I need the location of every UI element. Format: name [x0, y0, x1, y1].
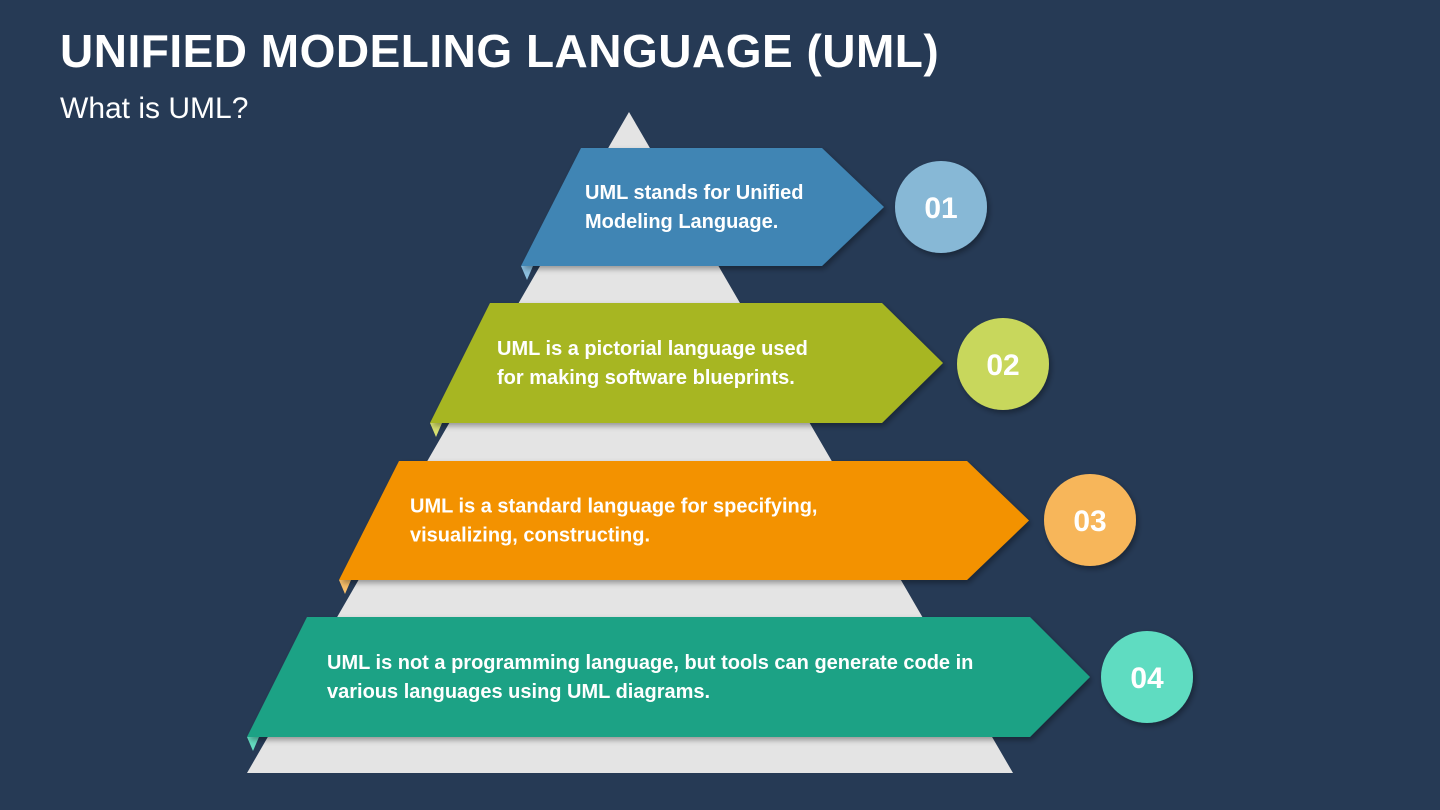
step-number: 01 [924, 192, 957, 225]
step-text-line: UML stands for Unified [585, 182, 804, 204]
step-text-line: UML is not a programming language, but t… [327, 652, 973, 674]
step-text-line: UML is a pictorial language used [497, 338, 808, 360]
step-banner [339, 461, 1029, 580]
step-text-line: various languages using UML diagrams. [327, 681, 710, 703]
step-banner [521, 148, 884, 266]
step-banner [430, 303, 943, 423]
banner-fold [521, 266, 533, 280]
step-number: 02 [986, 349, 1019, 382]
step-number: 04 [1130, 662, 1164, 695]
step-text-line: visualizing, constructing. [410, 525, 650, 547]
banner-fold [247, 737, 259, 751]
pyramid-background [247, 112, 1013, 773]
step-number-circle [895, 161, 987, 253]
slide-subtitle: What is UML? [60, 92, 249, 125]
step-number-circle [1044, 474, 1136, 566]
step-02: UML is a pictorial language used for maki… [430, 303, 1049, 437]
step-text-line: UML is a standard language for specifyin… [410, 496, 818, 518]
step-number: 03 [1073, 505, 1106, 538]
slide-title: UNIFIED MODELING LANGUAGE (UML) [60, 25, 940, 77]
step-04: UML is not a programming language, but t… [247, 617, 1193, 751]
step-banner [247, 617, 1090, 737]
step-03: UML is a standard language for specifyin… [339, 461, 1136, 594]
step-text-line: for making software blueprints. [497, 367, 795, 389]
banner-fold [430, 423, 442, 437]
step-number-circle [1101, 631, 1193, 723]
banner-fold [339, 580, 351, 594]
step-text-line: Modeling Language. [585, 211, 778, 233]
step-number-circle [957, 318, 1049, 410]
